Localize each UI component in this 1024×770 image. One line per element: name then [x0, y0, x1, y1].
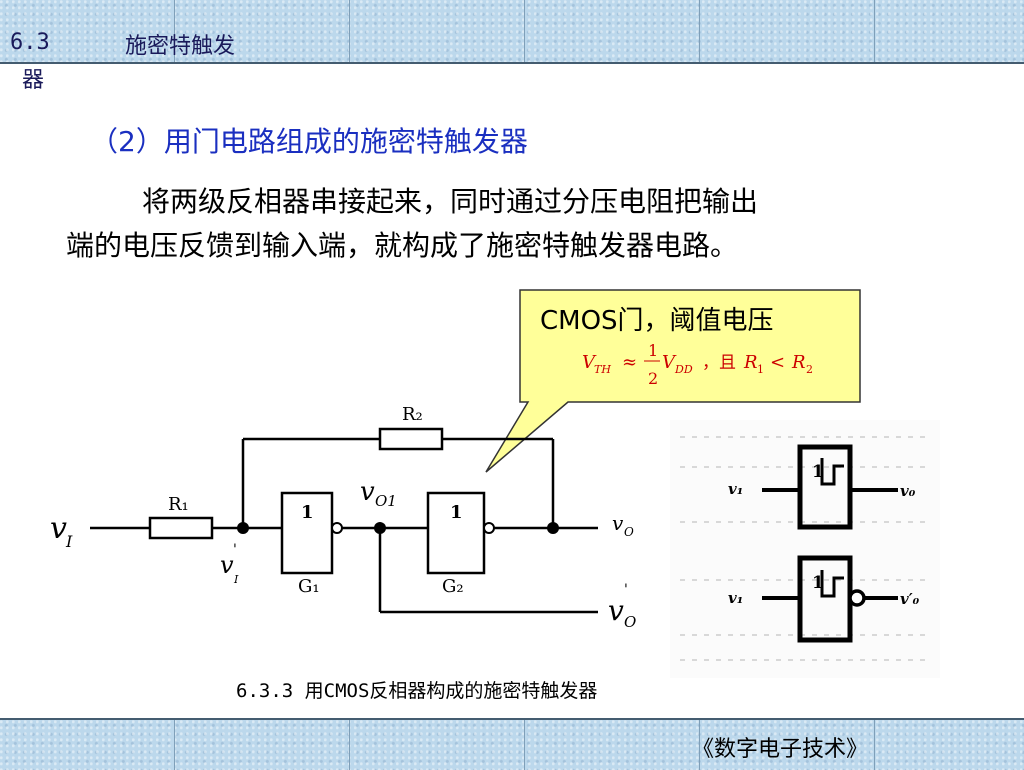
gate-g1-bubble — [331, 522, 343, 534]
svg-text:v: v — [220, 551, 234, 579]
body-paragraph: 将两级反相器串接起来，同时通过分压电阻把输出 端的电压反馈到输入端，就构成了施密… — [66, 180, 946, 268]
gate-g2-text: 1 — [450, 502, 463, 523]
svg-text:v₀: v₀ — [900, 482, 916, 500]
header-band — [0, 0, 1024, 64]
g1-label: G₁ — [298, 576, 320, 597]
section-number: 6.3 — [10, 30, 50, 55]
svg-text:v′₀: v′₀ — [900, 590, 920, 608]
svg-text:': ' — [624, 582, 628, 598]
gate-g2 — [426, 491, 486, 575]
svg-text:≈: ≈ — [622, 352, 637, 373]
resistor-r2 — [378, 427, 444, 451]
svg-text:1: 1 — [648, 341, 658, 360]
svg-text:v: v — [612, 511, 624, 535]
r2-label: R₂ — [402, 404, 423, 425]
junction-vi-prime — [237, 522, 249, 534]
callout-heading: CMOS门，阈值电压 — [540, 306, 774, 336]
svg-text:I: I — [233, 573, 239, 586]
svg-text:DD: DD — [674, 363, 693, 376]
vo-prime-label: v ' O — [608, 582, 636, 631]
slide-subtitle: （2）用门电路组成的施密特触发器 — [90, 125, 528, 158]
callout-bubble — [485, 289, 861, 473]
paragraph-line-2: 端的电压反馈到输入端，就构成了施密特触发器电路。 — [66, 229, 739, 262]
svg-text:TH: TH — [594, 363, 611, 376]
resistor-r1 — [148, 516, 214, 540]
svg-text:v: v — [608, 594, 624, 627]
svg-text:I: I — [65, 532, 73, 551]
svg-text:O: O — [624, 613, 636, 631]
gate-g2-bubble — [483, 522, 495, 534]
footer-title: 《数字电子技术》 — [692, 737, 869, 762]
svg-text:O1: O1 — [375, 492, 397, 510]
svg-text:V: V — [662, 352, 677, 373]
paragraph-line-1: 将两级反相器串接起来，同时通过分压电阻把输出 — [142, 185, 759, 218]
vo1-label: v O1 — [360, 477, 397, 510]
schmitt-buffer-symbol: 1 v₁ v₀ — [728, 444, 916, 530]
svg-text:v: v — [360, 477, 375, 507]
section-title: 施密特触发 — [125, 34, 236, 59]
junction-vo — [547, 522, 559, 534]
footer-band — [0, 718, 1024, 770]
svg-text:O: O — [624, 525, 634, 539]
vi-label: v I — [50, 511, 73, 551]
figure-caption: 6.3.3 用CMOS反相器构成的施密特触发器 — [236, 680, 598, 702]
gate-g1-text: 1 — [301, 502, 314, 523]
svg-text:': ' — [233, 542, 237, 558]
junction-vo1 — [374, 522, 386, 534]
svg-text:<: < — [770, 352, 785, 373]
section-title-wrap: 器 — [22, 68, 45, 93]
svg-text:1: 1 — [812, 462, 824, 482]
vo-label: v O — [612, 511, 634, 539]
svg-text:，且: ，且 — [702, 353, 736, 373]
svg-text:v₁: v₁ — [728, 480, 743, 498]
svg-text:1: 1 — [812, 573, 824, 593]
svg-text:R: R — [791, 352, 806, 373]
r1-label: R₁ — [168, 494, 189, 515]
svg-text:V: V — [582, 352, 597, 373]
vi-prime-label: v ' I — [220, 542, 239, 586]
svg-text:2: 2 — [806, 363, 813, 376]
schmitt-inverter-symbol: 1 v₁ v′₀ — [728, 555, 920, 643]
gate-g1 — [280, 491, 334, 575]
schmitt-symbol-block: 1 v₁ v₀ 1 v₁ v′₀ — [670, 420, 940, 678]
svg-text:v₁: v₁ — [728, 589, 743, 607]
svg-text:v: v — [50, 511, 67, 546]
g2-label: G₂ — [442, 576, 464, 597]
threshold-formula: V TH ≈ 1 2 V DD ，且 R 1 < R 2 — [582, 341, 813, 388]
svg-text:2: 2 — [648, 369, 658, 388]
svg-text:1: 1 — [757, 363, 764, 376]
svg-text:R: R — [743, 352, 758, 373]
